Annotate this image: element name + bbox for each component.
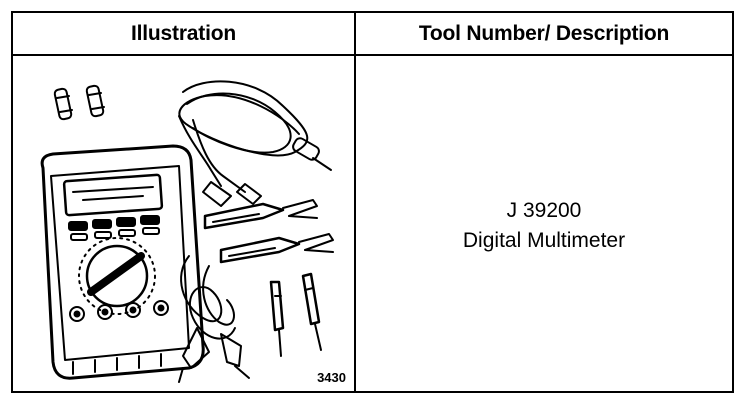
probe-icon [269, 280, 285, 357]
test-lead-icon [178, 80, 332, 207]
figure-number: 3430 [317, 370, 346, 385]
multimeter-body-icon [40, 144, 205, 380]
column-divider [354, 13, 356, 391]
tool-table: Illustration Tool Number/ Description [11, 11, 734, 393]
tool-description: Digital Multimeter [462, 228, 626, 252]
tool-description-cell: J 39200 Digital Multimeter [356, 56, 732, 391]
probe-icon [301, 272, 322, 351]
tool-number: J 39200 [506, 198, 582, 222]
tool-description-column-header: Tool Number/ Description [418, 21, 670, 45]
table-header-row: Illustration Tool Number/ Description [13, 13, 732, 56]
digital-multimeter-kit-icon [40, 80, 334, 383]
alligator-clip-icon [219, 233, 334, 264]
alligator-clip-icon [203, 199, 318, 230]
illustration-cell: 3430 [13, 56, 354, 391]
test-lead-icon [178, 255, 250, 383]
illustration-column-header: Illustration [131, 21, 236, 45]
fuse-icon [53, 87, 73, 121]
fuse-icon [85, 84, 105, 118]
